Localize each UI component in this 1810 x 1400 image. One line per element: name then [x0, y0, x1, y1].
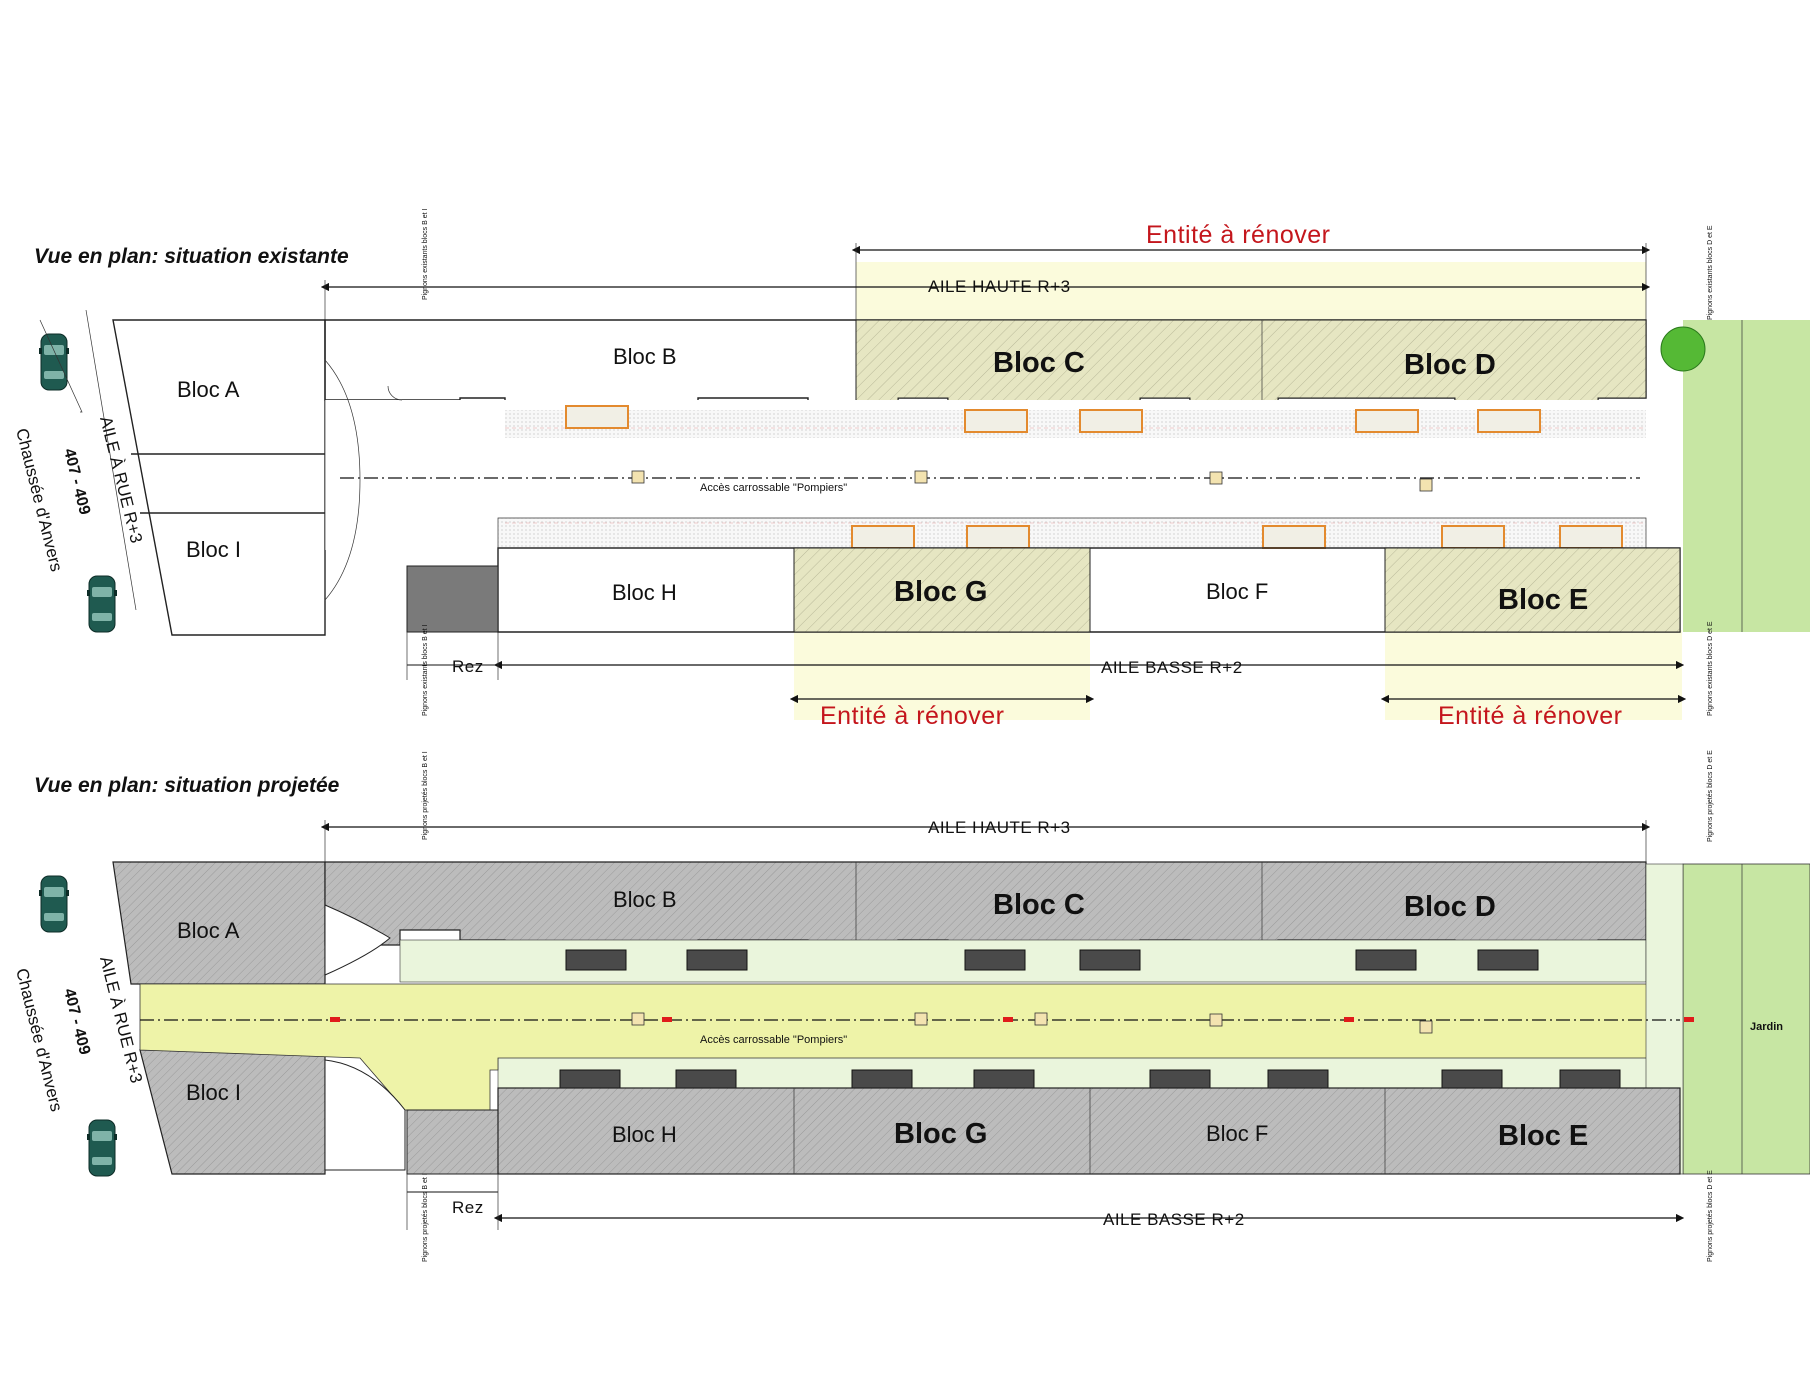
- gable-left-top: Pignons existants blocs B et I: [422, 209, 429, 300]
- entite-bottom-left-label: Entité à rénover: [820, 702, 1005, 730]
- bloc-e-projected: Bloc E: [1498, 1120, 1588, 1152]
- acces-existing: Accès carrossable "Pompiers": [700, 482, 847, 494]
- renovation-zone-cd: [855, 319, 1647, 411]
- bloc-e-label: Bloc E: [1498, 584, 1588, 616]
- bloc-a-i-outline: [112, 319, 326, 636]
- bloc-b-projected: Bloc B: [613, 887, 677, 912]
- bloc-a-label: Bloc A: [177, 377, 240, 402]
- gable-right-top-projected: Pignons projetés blocs D et E: [1707, 750, 1714, 842]
- bloc-a-projected: Bloc A: [177, 918, 240, 943]
- gable-right-bottom: Pignons existants blocs D et E: [1707, 621, 1714, 716]
- street-numbers-projected: 407 - 409: [60, 987, 93, 1057]
- bloc-b-label: Bloc B: [613, 344, 677, 369]
- renovation-band-bottom-left: [794, 630, 1090, 720]
- car-icon: [86, 575, 118, 633]
- aile-rue-existing: AILE À RUE R+3: [96, 414, 146, 545]
- aile-haute-projected: AILE HAUTE R+3: [928, 818, 1071, 837]
- bloc-i-projected: Bloc I: [186, 1080, 241, 1105]
- renovation-zone-e: [1384, 547, 1681, 633]
- rez-existing: Rez: [452, 657, 484, 676]
- aile-basse-existing: AILE BASSE R+2: [1101, 658, 1243, 677]
- bloc-c-projected: Bloc C: [993, 889, 1085, 921]
- street-name-projected: Chaussée d'Anvers: [12, 966, 66, 1113]
- bloc-i-label: Bloc I: [186, 537, 241, 562]
- bloc-c-label: Bloc C: [993, 347, 1085, 379]
- projected-title: Vue en plan: situation projetée: [34, 774, 340, 797]
- existing-plan: Vue en plan: situation existante: [12, 209, 1810, 730]
- car-icon: [38, 875, 70, 933]
- projected-plan: Vue en plan: situation projetée Jardin: [12, 750, 1810, 1262]
- lower-wing-projected: [497, 1087, 1681, 1175]
- bloc-d-projected: Bloc D: [1404, 891, 1496, 923]
- garden-existing: [1683, 320, 1810, 632]
- bloc-f-label: Bloc F: [1206, 579, 1268, 604]
- gable-right-top: Pignons existants blocs D et E: [1707, 225, 1714, 320]
- car-icon: [86, 1119, 118, 1177]
- bloc-h-projected: Bloc H: [612, 1122, 677, 1147]
- gable-left-top-projected: Pignons projetés blocs B et I: [422, 751, 429, 840]
- aile-haute-existing: AILE HAUTE R+3: [928, 277, 1071, 296]
- aile-basse-projected: AILE BASSE R+2: [1103, 1210, 1245, 1229]
- entite-top-label: Entité à rénover: [1146, 221, 1331, 249]
- bloc-h-label: Bloc H: [612, 580, 677, 605]
- street-numbers-existing: 407 - 409: [60, 447, 93, 517]
- renovation-band-bottom-right: [1385, 630, 1682, 720]
- existing-annex: [406, 565, 499, 633]
- gable-left-bottom-projected: Pignons projetés blocs B et I: [422, 1173, 429, 1262]
- bloc-g-projected: Bloc G: [894, 1118, 987, 1150]
- jardin-label: Jardin: [1750, 1021, 1783, 1033]
- gable-right-bottom-projected: Pignons projetés blocs D et E: [1707, 1170, 1714, 1262]
- renovation-zone-g: [793, 547, 1091, 633]
- gable-left-bottom: Pignons existants blocs B et I: [422, 625, 429, 716]
- street-name-existing: Chaussée d'Anvers: [12, 426, 66, 573]
- rez-projected: Rez: [452, 1198, 484, 1217]
- tree-icon: [1660, 326, 1706, 372]
- bloc-d-label: Bloc D: [1404, 349, 1496, 381]
- bloc-f-projected: Bloc F: [1206, 1121, 1268, 1146]
- acces-projected: Accès carrossable "Pompiers": [700, 1034, 847, 1046]
- existing-title: Vue en plan: situation existante: [34, 245, 349, 268]
- garden-projected: [1682, 863, 1810, 1175]
- entite-bottom-right-label: Entité à rénover: [1438, 702, 1623, 730]
- car-icon: [38, 333, 70, 391]
- bloc-i-projected-shape: [139, 1049, 326, 1175]
- bloc-g-label: Bloc G: [894, 576, 987, 608]
